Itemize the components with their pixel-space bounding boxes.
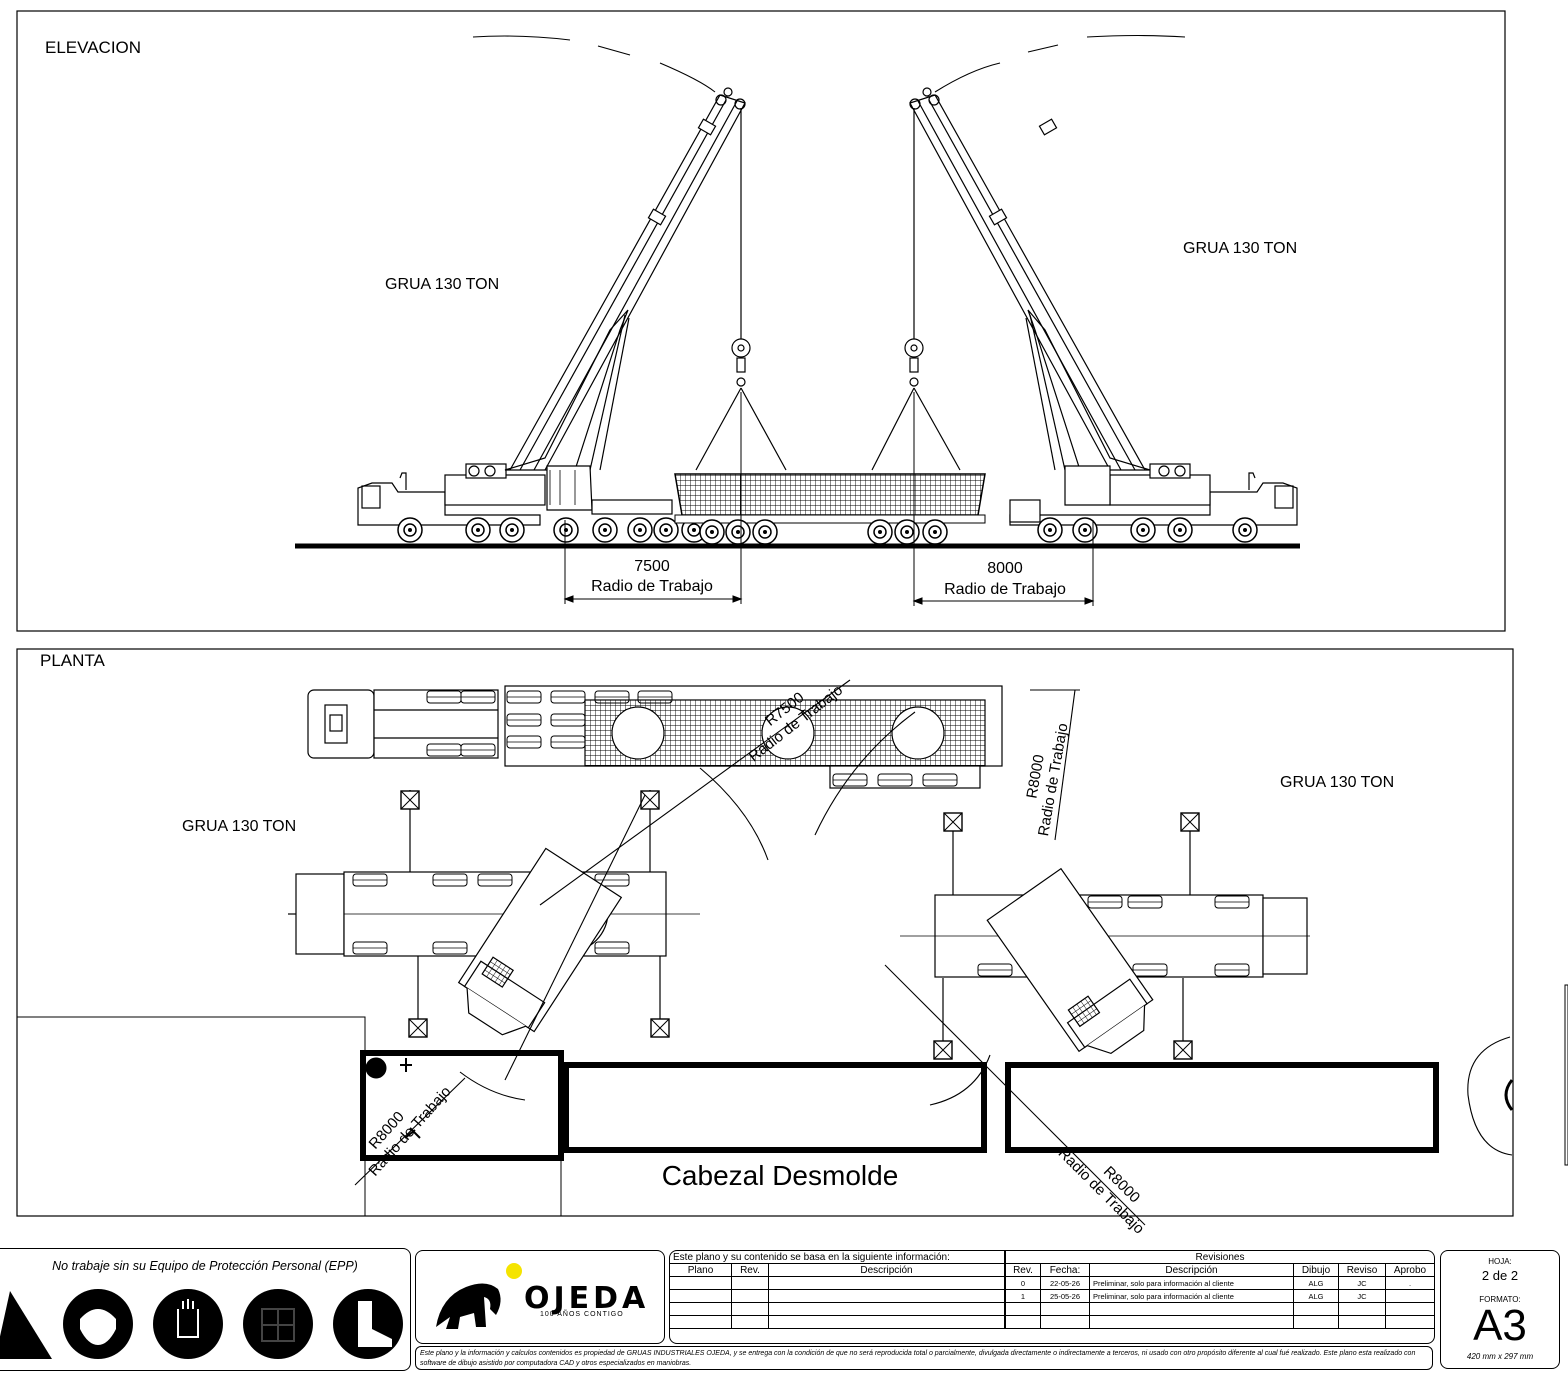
reference-col-plano: Plano [670,1263,732,1277]
dibujo-col: Dibujo [1293,1263,1339,1277]
fecha-cell: 22-05-26 [1040,1276,1090,1290]
logo-name: OJEDA [524,1281,650,1316]
elevation-view: ELEVACION [16,10,1506,632]
dimension-left-caption: Radio de Trabajo [591,578,713,595]
reference-header: Este plano y su contenido se basa en la … [670,1251,1005,1264]
rev-cell: 1 [1005,1289,1041,1303]
reviso-cell: JC [1338,1289,1386,1303]
dimension-right [912,392,1095,606]
table-row: 1 25-05-26 Preliminar, solo para informa… [1005,1289,1434,1303]
aprobo-cell [1385,1289,1434,1303]
trailer-plan [307,685,1003,789]
elephant-logo-icon [436,1263,522,1329]
rev-col: Rev. [1005,1263,1041,1277]
reviso-col: Reviso [1338,1263,1386,1277]
dimension-left-value: 7500 [634,558,670,575]
aprobo-col: Aprobo [1385,1263,1434,1277]
company-logo-panel: OJEDA 100 AÑOS CONTIGO [415,1250,665,1344]
elevation-frame [16,10,1506,632]
cabezal-desmolde-structure [17,984,1568,1216]
format-label: FORMATO: [1479,1295,1521,1304]
right-hook-block [871,338,961,471]
table-row: 0 22-05-26 Preliminar, solo para informa… [1005,1276,1434,1290]
gloves-icon [153,1289,223,1359]
logo-tagline: 100 AÑOS CONTIGO [540,1311,624,1318]
plan-crane-left-label: GRUA 130 TON [182,818,296,835]
plan-title: PLANTA [40,651,106,670]
info-panel: Este plano y su contenido se basa en la … [669,1250,1435,1344]
warning-triangle-icon [0,1291,52,1359]
left-crane-plan [288,790,700,1038]
dibujo-cell: ALG [1293,1276,1339,1290]
revisions-table: Revisiones Rev. Fecha: Descripción Dibuj… [1005,1251,1434,1329]
dimension-right-caption: Radio de Trabajo [944,581,1066,598]
dibujo-cell: ALG [1293,1289,1339,1303]
rev-cell: 0 [1005,1276,1041,1290]
epp-notice: No trabaje sin su Equipo de Protección P… [52,1259,358,1273]
boot-icon [333,1289,403,1359]
structure-label: Cabezal Desmolde [662,1160,899,1191]
sheet-label: HOJA: [1488,1257,1512,1266]
radius-lines-plan [354,679,1514,1226]
load-grid-elevation [674,473,986,545]
format-size: 420 mm x 297 mm [1466,1352,1534,1361]
epp-panel: No trabaje sin su Equipo de Protección P… [0,1248,411,1371]
helmet-icon [63,1289,133,1359]
reference-col-rev: Rev. [731,1263,769,1277]
elevation-crane-right-label: GRUA 130 TON [1183,240,1297,257]
sheet-number: 2 de 2 [1481,1268,1519,1283]
dimension-right-value: 8000 [987,560,1023,577]
elevation-title: ELEVACION [45,38,141,57]
revisions-header: Revisiones [1005,1251,1434,1264]
sheet-info-panel: HOJA: 2 de 2 FORMATO: A3 420 mm x 297 mm [1440,1250,1560,1369]
descripcion-cell: Preliminar, solo para información al cli… [1089,1289,1294,1303]
reviso-cell: JC [1338,1276,1386,1290]
fecha-col: Fecha: [1040,1263,1090,1277]
right-crane-elevation [909,87,1298,526]
aprobo-cell: . [1385,1276,1434,1290]
format-value: A3 [1473,1301,1527,1350]
plan-crane-right-label: GRUA 130 TON [1280,774,1394,791]
vest-icon [243,1289,313,1359]
elevation-crane-left-label: GRUA 130 TON [385,276,499,293]
right-crane-plan [900,812,1310,1060]
dimension-left [563,392,743,604]
left-crane-elevation [357,87,746,526]
descripcion-cell: Preliminar, solo para información al cli… [1089,1276,1294,1290]
plan-view: PLANTA [16,648,1568,1237]
left-hook-block [695,338,787,471]
descripcion-col: Descripción [1089,1263,1294,1277]
reference-table: Este plano y su contenido se basa en la … [670,1251,1005,1329]
reference-col-descripcion: Descripción [768,1263,1005,1277]
fecha-cell: 25-05-26 [1040,1289,1090,1303]
boom-swing-arcs [472,34,1186,93]
legal-notice: Este plano y la información y calculos c… [415,1346,1433,1370]
epp-icons [0,1289,403,1359]
plan-frame [16,648,1514,1217]
